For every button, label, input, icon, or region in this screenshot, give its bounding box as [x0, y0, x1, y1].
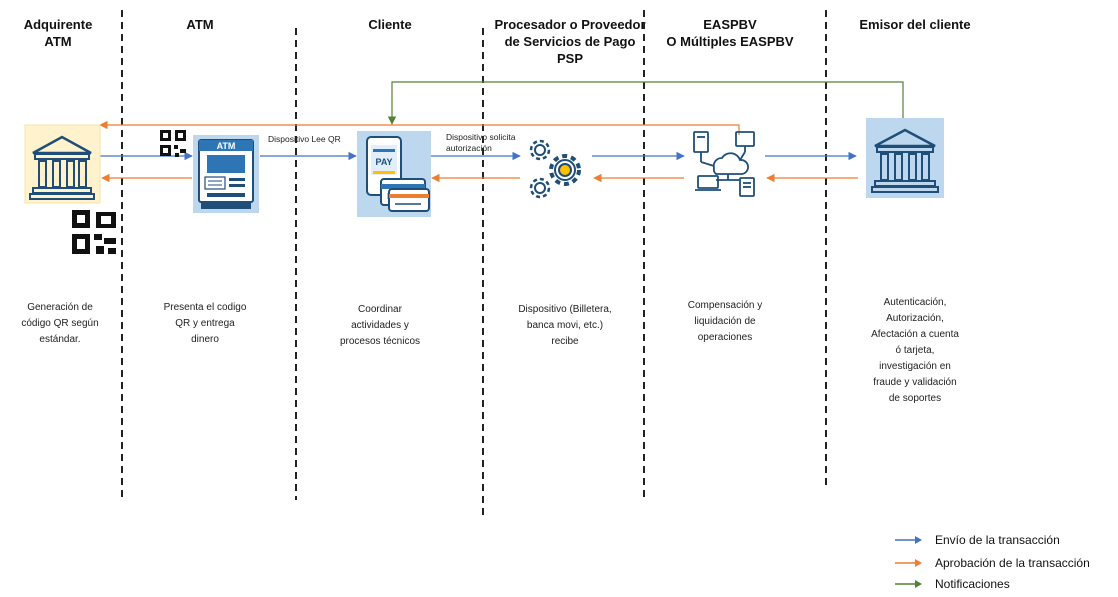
legend-item-notify: Notificaciones: [893, 577, 1010, 591]
lane-header-easpbv: EASPBV O Múltiples EASPBV: [666, 17, 794, 49]
legend-label: Notificaciones: [935, 577, 1010, 591]
legend-item-send: Envío de la transacción: [893, 533, 1060, 547]
lane-separators: [121, 10, 827, 515]
qr-code-icon-large: [72, 210, 116, 254]
mobile-payment-icon: PAY: [357, 131, 431, 217]
bank-icon: [24, 124, 101, 204]
lane-header-psp: Procesador o Proveedor de Servicios de P…: [494, 17, 646, 66]
lane-description-client: Coordinar actividades y procesos técnico…: [339, 304, 421, 347]
legend-label: Aprobación de la transacción: [935, 556, 1090, 570]
lane-description-psp: Dispositivo (Billetera, banca movi, etc.…: [518, 304, 612, 347]
lane-header-client: Cliente: [368, 17, 412, 32]
flow-label-read-qr: Dispositivo Lee QR: [268, 134, 341, 144]
issuer-bank-icon: [866, 118, 944, 198]
legend-label: Envío de la transacción: [935, 533, 1060, 547]
lane-description-acquirer: Generación de código QR según estándar.: [21, 302, 99, 345]
lane-description-easpbv: Compensación y liquidación de operacione…: [687, 300, 763, 343]
lane-header-acquirer: Adquirente ATM: [23, 17, 93, 49]
gears-icon: [529, 139, 581, 199]
lane-description-issuer: Autenticación, Autorización, Afectación …: [871, 297, 959, 404]
network-cloud-icon: [693, 131, 755, 197]
lane-header-issuer: Emisor del cliente: [859, 17, 971, 32]
atm-icon: ATM: [193, 135, 259, 213]
lane-header-atm: ATM: [186, 17, 214, 32]
legend-arrow-icon: [895, 536, 922, 544]
legend-item-approve: Aprobación de la transacción: [893, 556, 1090, 570]
notification-arrow: [387, 81, 904, 125]
qr-code-icon: [160, 130, 186, 157]
pay-text: PAY: [375, 157, 392, 167]
flow-label-request-authorization: Dispositivo solicita autorización: [446, 132, 516, 153]
lane-description-atm: Presenta el codigo QR y entrega dinero: [163, 302, 247, 345]
legend-arrow-icon: [895, 580, 922, 588]
atm-screen-text: ATM: [217, 141, 236, 151]
legend-arrow-icon: [895, 559, 922, 567]
